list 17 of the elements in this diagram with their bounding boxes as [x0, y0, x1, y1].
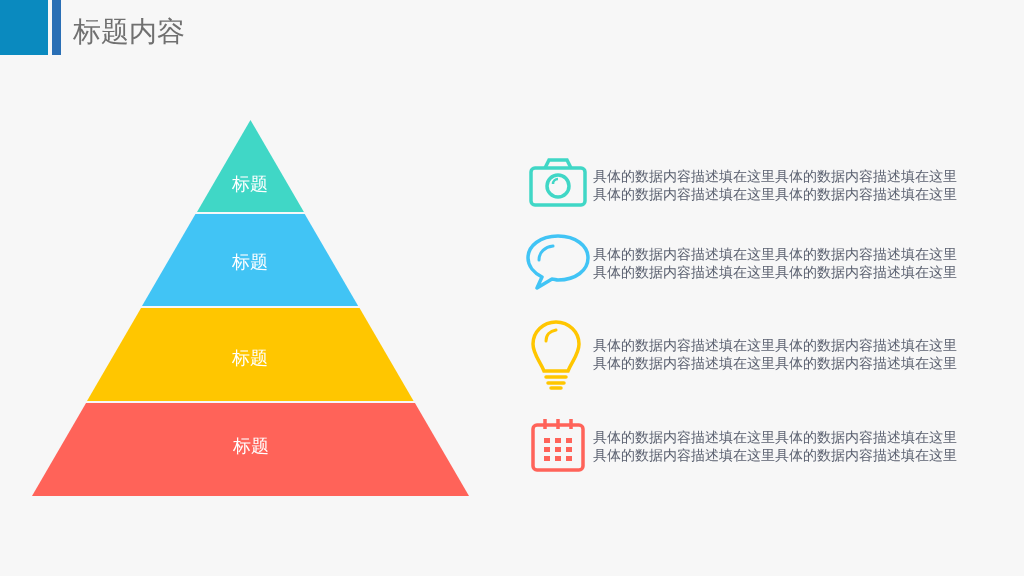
description-text: 具体的数据内容描述填在这里具体的数据内容描述填在这里 — [593, 446, 957, 464]
description-text: 具体的数据内容描述填在这里具体的数据内容描述填在这里 — [593, 336, 957, 354]
pyramid-tier — [87, 308, 414, 401]
description-text: 具体的数据内容描述填在这里具体的数据内容描述填在这里 — [593, 185, 957, 203]
pyramid-tier — [142, 214, 359, 306]
tier-label: 标题 — [232, 346, 269, 370]
pyramid-tier — [32, 403, 469, 496]
description-text: 具体的数据内容描述填在这里具体的数据内容描述填在这里 — [593, 428, 957, 446]
tier-label: 标题 — [232, 250, 269, 274]
description-text: 具体的数据内容描述填在这里具体的数据内容描述填在这里 — [593, 354, 957, 372]
tier-label: 标题 — [232, 434, 269, 458]
description-text: 具体的数据内容描述填在这里具体的数据内容描述填在这里 — [593, 263, 957, 281]
description-text: 具体的数据内容描述填在这里具体的数据内容描述填在这里 — [593, 167, 957, 185]
tier-label: 标题 — [232, 172, 269, 196]
slide-title: 标题内容 — [73, 14, 185, 50]
pyramid-tier — [197, 120, 304, 212]
description-text: 具体的数据内容描述填在这里具体的数据内容描述填在这里 — [593, 245, 957, 263]
